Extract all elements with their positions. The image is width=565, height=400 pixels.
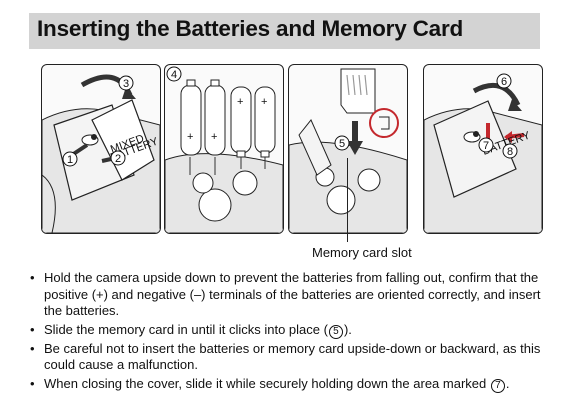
memory-card-slot-caption: Memory card slot <box>312 245 412 260</box>
illustration-open-cover: MIXED BATTERY 1 2 3 <box>41 64 161 234</box>
svg-text:4: 4 <box>171 69 177 81</box>
callout-6: 6 <box>496 73 512 89</box>
callout-3: 3 <box>118 75 134 91</box>
battery: + <box>180 79 202 156</box>
svg-text:6: 6 <box>501 76 507 88</box>
illustration-close-cover: BATTERY 6 7 8 <box>423 64 543 234</box>
memory-card-drawing: 5 <box>289 68 407 233</box>
step-ref-icon: 5 <box>328 324 343 339</box>
instruction-text: . <box>505 375 510 391</box>
svg-text:1: 1 <box>67 154 73 166</box>
bullet-icon: • <box>30 340 35 356</box>
callout-7: 7 <box>478 137 494 153</box>
svg-text:8: 8 <box>507 146 513 158</box>
bullet-icon: • <box>30 270 35 285</box>
camera-close-cover-drawing: BATTERY 6 7 8 <box>424 73 542 233</box>
title-bar: Inserting the Batteries and Memory Card <box>29 13 540 49</box>
svg-text:3: 3 <box>123 78 129 90</box>
illustration-batteries: + + + + 4 <box>164 64 284 234</box>
callout-2: 2 <box>110 150 126 166</box>
svg-text:+: + <box>187 131 193 143</box>
bullet-icon: • <box>30 321 35 337</box>
callout-8: 8 <box>502 143 518 159</box>
callout-5: 5 <box>334 135 350 151</box>
instruction-item: • Slide the memory card in until it clic… <box>28 322 548 339</box>
step-ref-icon: 7 <box>490 378 505 393</box>
battery: + <box>254 86 276 158</box>
camera-open-cover-drawing: MIXED BATTERY 1 2 3 <box>42 74 160 233</box>
battery: + <box>204 79 226 156</box>
instruction-item: • Hold the camera upside down to prevent… <box>28 270 548 320</box>
svg-text:2: 2 <box>115 153 121 165</box>
svg-text:5: 5 <box>339 138 345 150</box>
svg-text:+: + <box>211 131 217 143</box>
svg-text:+: + <box>261 96 267 108</box>
instruction-text: Hold the camera upside down to prevent t… <box>44 270 541 319</box>
callout-1: 1 <box>62 151 78 167</box>
svg-text:+: + <box>237 96 243 108</box>
svg-text:7: 7 <box>483 140 489 152</box>
instruction-text: When closing the cover, slide it while s… <box>44 375 490 391</box>
battery: + <box>230 86 252 158</box>
instruction-item: • When closing the cover, slide it while… <box>28 376 548 393</box>
callout-4: 4 <box>166 66 182 82</box>
instruction-text: ). <box>343 321 352 337</box>
page-title: Inserting the Batteries and Memory Card <box>37 16 464 41</box>
illustration-memory-card: 5 <box>288 64 408 234</box>
instruction-list: • Hold the camera upside down to prevent… <box>28 270 548 395</box>
bullet-icon: • <box>30 375 35 391</box>
caption-leader-line <box>347 158 348 242</box>
instruction-text: Be careful not to insert the batteries o… <box>44 340 541 373</box>
instruction-item: • Be careful not to insert the batteries… <box>28 341 548 374</box>
batteries-drawing: + + + + 4 <box>165 66 283 233</box>
instruction-text: Slide the memory card in until it clicks… <box>44 321 328 337</box>
